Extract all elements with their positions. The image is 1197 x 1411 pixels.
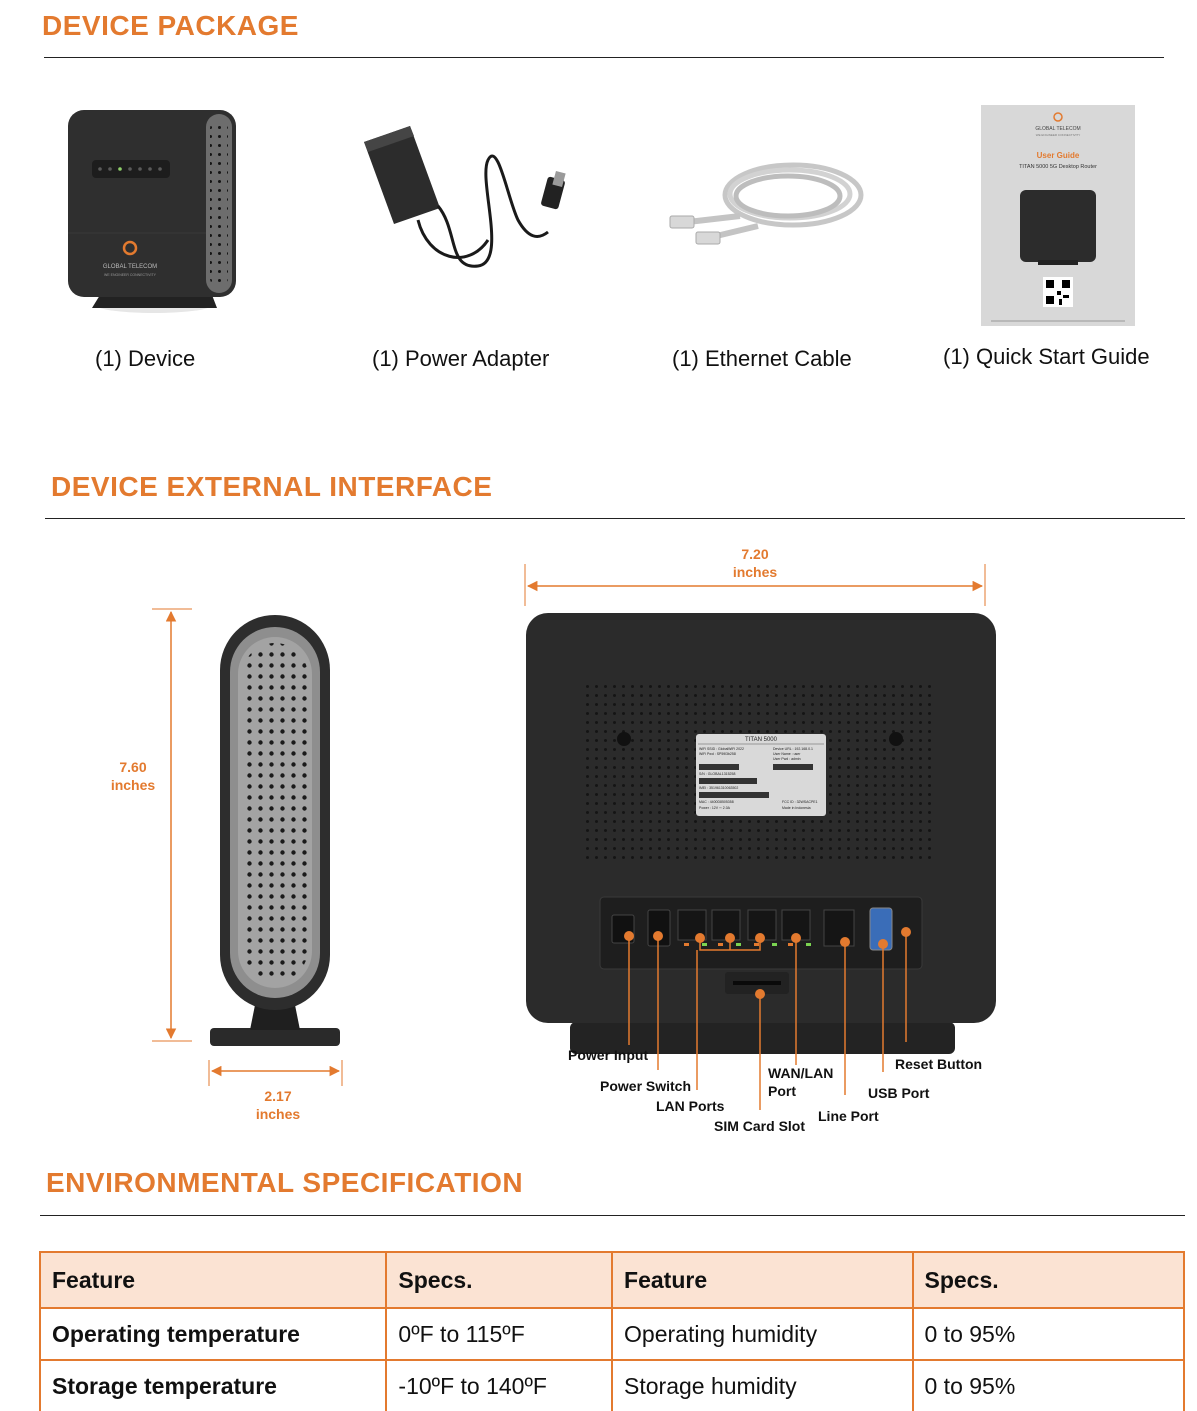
sticker-made-in: Made in Indonesia xyxy=(782,806,811,810)
sticker-user-pwd: User Pwd : admin xyxy=(773,757,801,761)
guide-subtitle-text: TITAN 5000 5G Desktop Router xyxy=(1019,164,1097,170)
table-header-cell: Specs. xyxy=(385,1251,614,1309)
sticker-sn: S/N : GLOBAL1315258 xyxy=(699,772,735,776)
package-caption-ethernet-cable: (1) Ethernet Cable xyxy=(672,346,852,371)
power-adapter-image xyxy=(358,120,583,280)
depth-value: 2.17 xyxy=(264,1088,292,1104)
device-image: GLOBAL TELECOM WE ENGINEER CONNECTIVITY xyxy=(62,105,242,320)
package-caption-quick-start-guide: (1) Quick Start Guide xyxy=(943,344,1150,369)
device-interface-title: DEVICE EXTERNAL INTERFACE xyxy=(51,471,493,502)
ethernet-cable-image xyxy=(668,150,868,250)
height-dimension-arrow xyxy=(152,608,192,1042)
callout-line-port: Line Port xyxy=(818,1108,879,1124)
device-brand-text: GLOBAL TELECOM xyxy=(103,264,157,270)
table-cell: Storage temperature xyxy=(38,1359,388,1411)
depth-unit: inches xyxy=(255,1106,301,1122)
table-cell: 0 to 95% xyxy=(911,1307,1185,1361)
package-caption-power-adapter: (1) Power Adapter xyxy=(372,346,550,371)
table-header-cell: Specs. xyxy=(911,1251,1185,1309)
width-dimension-arrow xyxy=(524,564,986,606)
section-divider xyxy=(40,1215,1185,1216)
depth-dimension-arrow xyxy=(208,1060,343,1086)
section-divider xyxy=(44,57,1164,58)
environmental-spec-table: Feature Specs. Feature Specs. Operating … xyxy=(38,1251,1185,1411)
callout-wan-lan-port: WAN/LAN Port xyxy=(768,1064,833,1100)
table-header-cell: Feature xyxy=(611,1251,914,1309)
callout-wan-lan-line-2: Port xyxy=(768,1083,796,1099)
package-caption-device: (1) Device xyxy=(95,346,196,371)
depth-dimension-label: 2.17 inches xyxy=(245,1087,311,1123)
guide-tagline-text: WE ENGINEER CONNECTIVITY xyxy=(1036,133,1081,137)
callout-reset-button: Reset Button xyxy=(895,1056,983,1072)
table-row: Operating temperature 0ºF to 115ºF Opera… xyxy=(38,1307,1185,1361)
sticker-device-url: Device URL : 192.168.0.1 xyxy=(773,747,813,751)
width-value: 7.20 xyxy=(741,546,769,562)
device-side-view xyxy=(200,605,350,1050)
device-tagline-text: WE ENGINEER CONNECTIVITY xyxy=(104,273,157,277)
sticker-user-name: User Name : user xyxy=(773,752,801,756)
table-cell: Storage humidity xyxy=(611,1359,914,1411)
table-cell: 0ºF to 115ºF xyxy=(385,1307,614,1361)
callout-power-input: Power Input xyxy=(568,1047,649,1063)
sticker-mac: MAC : 4400D8505358 xyxy=(699,800,734,804)
quick-start-guide-image: GLOBAL TELECOM WE ENGINEER CONNECTIVITY … xyxy=(981,105,1135,326)
callout-wan-lan-line-1: WAN/LAN xyxy=(768,1065,834,1081)
callout-usb-port: USB Port xyxy=(868,1085,930,1101)
device-package-title: DEVICE PACKAGE xyxy=(42,10,299,41)
callout-lan-ports: LAN Ports xyxy=(656,1098,725,1114)
width-unit: inches xyxy=(732,564,778,580)
sticker-wifi-pwd: WiFi Pwd : SP59l3b258 xyxy=(699,752,736,756)
table-row: Storage temperature -10ºF to 140ºF Stora… xyxy=(38,1359,1185,1411)
sticker-fcc: FCC ID : 32WSACPE1 xyxy=(782,800,818,804)
sticker-imei: IMEI : 351961310063502 xyxy=(699,786,738,790)
section-divider xyxy=(45,518,1185,519)
sticker-ssid: WiFi SSID : GlobalWiFi 2022 xyxy=(699,747,744,751)
table-cell: Operating humidity xyxy=(611,1307,914,1361)
table-cell: Operating temperature xyxy=(38,1307,388,1361)
table-header-cell: Feature xyxy=(38,1251,388,1309)
guide-brand-text: GLOBAL TELECOM xyxy=(1035,126,1080,132)
device-rear-view: TITAN 5000 WiFi SSID : GlobalWiFi 2022 W… xyxy=(520,610,1000,1060)
width-dimension-label: 7.20 inches xyxy=(722,545,788,581)
table-cell: -10ºF to 140ºF xyxy=(385,1359,614,1411)
table-header-row: Feature Specs. Feature Specs. xyxy=(38,1251,1185,1309)
callout-sim-card-slot: SIM Card Slot xyxy=(714,1118,806,1134)
sticker-model: TITAN 5000 xyxy=(745,737,778,743)
sticker-power: Power : 12V ⎓ 2.0A xyxy=(699,806,731,810)
guide-title-text: User Guide xyxy=(1037,151,1080,160)
height-unit: inches xyxy=(110,777,156,793)
table-cell: 0 to 95% xyxy=(911,1359,1185,1411)
callout-leader-lines xyxy=(624,927,911,1110)
height-value: 7.60 xyxy=(119,759,147,775)
height-dimension-label: 7.60 inches xyxy=(100,758,166,794)
environmental-spec-title: ENVIRONMENTAL SPECIFICATION xyxy=(46,1167,524,1198)
callout-power-switch: Power Switch xyxy=(600,1078,692,1094)
